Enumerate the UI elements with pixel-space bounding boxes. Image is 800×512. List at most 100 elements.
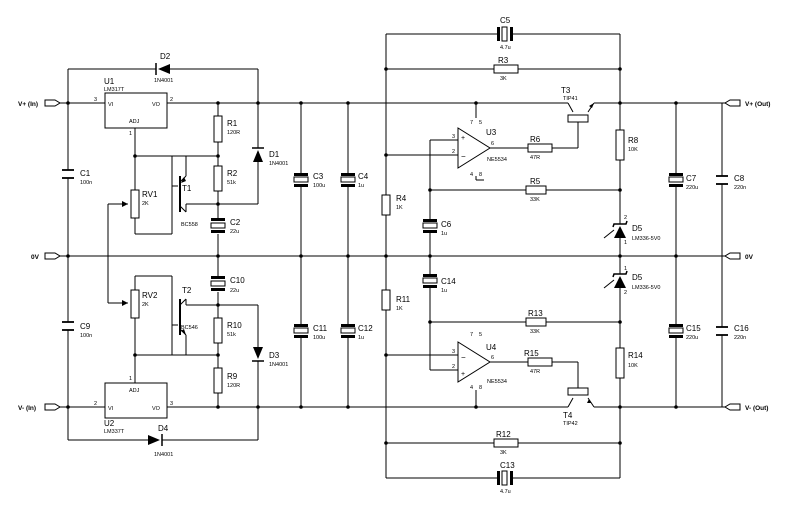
svg-text:8: 8 [479, 172, 482, 178]
u2-part: LM337T [104, 429, 125, 435]
capacitor-c2: C2 22u [210, 218, 241, 235]
svg-text:100u: 100u [313, 335, 325, 341]
svg-text:TIP42: TIP42 [563, 421, 578, 427]
svg-text:1u: 1u [441, 288, 447, 294]
svg-text:C15: C15 [686, 324, 701, 333]
svg-text:2: 2 [624, 290, 627, 296]
svg-text:33K: 33K [530, 329, 540, 335]
svg-text:8: 8 [479, 385, 482, 391]
svg-text:3: 3 [452, 134, 455, 140]
svg-text:R10: R10 [227, 321, 242, 330]
svg-text:100u: 100u [313, 183, 325, 189]
svg-text:D5: D5 [632, 273, 643, 282]
terminal-0v-right: 0V [722, 252, 754, 261]
svg-text:R15: R15 [524, 349, 539, 358]
svg-text:D2: D2 [160, 52, 171, 61]
svg-text:33K: 33K [530, 197, 540, 203]
svg-text:C14: C14 [441, 277, 456, 286]
svg-text:220n: 220n [734, 335, 746, 341]
capacitor-c12: C12 1u [340, 324, 373, 341]
svg-text:R11: R11 [396, 295, 411, 304]
svg-text:D5: D5 [632, 224, 643, 233]
resistor-r12: R12 3K [493, 430, 519, 456]
svg-text:BC546: BC546 [181, 325, 198, 331]
svg-text:R2: R2 [227, 169, 238, 178]
svg-text:R3: R3 [498, 56, 509, 65]
resistor-r5: R5 33K [525, 177, 547, 203]
diode-d2: D2 1N4001 [148, 52, 173, 84]
svg-text:1N4001: 1N4001 [154, 452, 173, 458]
terminal-0v-right-label: 0V [745, 254, 754, 261]
svg-text:10K: 10K [628, 363, 638, 369]
svg-text:RV2: RV2 [142, 291, 158, 300]
transistor-t1: T1 BC558 [179, 175, 198, 228]
svg-text:ADJ: ADJ [129, 388, 140, 394]
capacitor-c15: C15 220u [668, 324, 701, 341]
opamp-u4: − + 3 2 6 5 7 8 4 U4 NE5534 [452, 332, 507, 391]
svg-text:6: 6 [491, 355, 494, 361]
capacitor-c3: C3 100u [293, 172, 325, 189]
resistor-r2: R2 51k [213, 165, 238, 192]
svg-text:D1: D1 [269, 150, 280, 159]
terminal-vminus-in-label: V- (In) [18, 405, 36, 412]
resistor-r3: R3 3K [493, 56, 519, 82]
svg-text:1u: 1u [441, 231, 447, 237]
svg-text:U3: U3 [486, 128, 497, 137]
capacitor-c5: C5 4.7u [497, 16, 513, 51]
svg-text:R4: R4 [396, 194, 407, 203]
svg-text:220u: 220u [686, 185, 698, 191]
svg-text:VI: VI [108, 102, 114, 108]
terminal-vplus-in-label: V+ (In) [18, 101, 38, 108]
terminal-vplus-out-label: V+ (Out) [745, 101, 770, 108]
svg-text:4: 4 [470, 172, 473, 178]
svg-text:C1: C1 [80, 169, 91, 178]
svg-text:LM336-5V0: LM336-5V0 [632, 236, 660, 242]
capacitor-c16: C16 220n [716, 324, 749, 341]
svg-text:2: 2 [452, 364, 455, 370]
terminal-vplus-in: V+ (In) [18, 99, 68, 108]
wires [67, 33, 723, 479]
capacitor-c4: C4 1u [340, 172, 369, 189]
svg-text:T2: T2 [182, 286, 192, 295]
svg-text:1: 1 [129, 131, 132, 137]
terminal-vminus-out-label: V- (Out) [745, 405, 768, 412]
junction-dots [66, 67, 678, 445]
svg-text:220u: 220u [686, 335, 698, 341]
svg-text:4.7u: 4.7u [500, 489, 511, 495]
svg-text:47R: 47R [530, 369, 540, 375]
diode-d1: D1 1N4001 [252, 146, 288, 167]
u2-ref: U2 [104, 419, 115, 428]
svg-text:3K: 3K [500, 450, 507, 456]
transistor-t3: T3 TIP41 [561, 86, 600, 123]
terminal-vminus-out: V- (Out) [722, 403, 768, 412]
svg-text:3: 3 [94, 97, 97, 103]
svg-text:C4: C4 [358, 172, 369, 181]
resistor-r9: R9 120R [213, 367, 240, 394]
svg-text:2: 2 [94, 401, 97, 407]
capacitor-c14: C14 1u [422, 274, 456, 294]
svg-text:22u: 22u [230, 229, 239, 235]
svg-text:D3: D3 [269, 351, 280, 360]
resistor-r1: R1 120R [213, 115, 240, 143]
svg-text:C9: C9 [80, 322, 91, 331]
capacitor-c7: C7 220u [668, 173, 698, 191]
svg-text:22u: 22u [230, 288, 239, 294]
capacitor-c13: C13 4.7u [497, 461, 515, 495]
capacitor-c8: C8 220n [716, 174, 746, 191]
terminal-vplus-out: V+ (Out) [722, 99, 770, 108]
svg-text:C12: C12 [358, 324, 373, 333]
svg-text:C11: C11 [313, 324, 328, 333]
svg-text:NE5534: NE5534 [487, 379, 507, 385]
svg-text:R12: R12 [496, 430, 511, 439]
svg-text:R5: R5 [530, 177, 541, 186]
svg-text:1u: 1u [358, 335, 364, 341]
svg-text:VO: VO [152, 102, 161, 108]
svg-text:R13: R13 [528, 309, 543, 318]
svg-text:−: − [461, 152, 466, 161]
svg-text:1u: 1u [358, 183, 364, 189]
svg-text:C16: C16 [734, 324, 749, 333]
svg-text:+: + [461, 371, 465, 378]
svg-text:2: 2 [452, 149, 455, 155]
svg-text:NE5534: NE5534 [487, 157, 507, 163]
